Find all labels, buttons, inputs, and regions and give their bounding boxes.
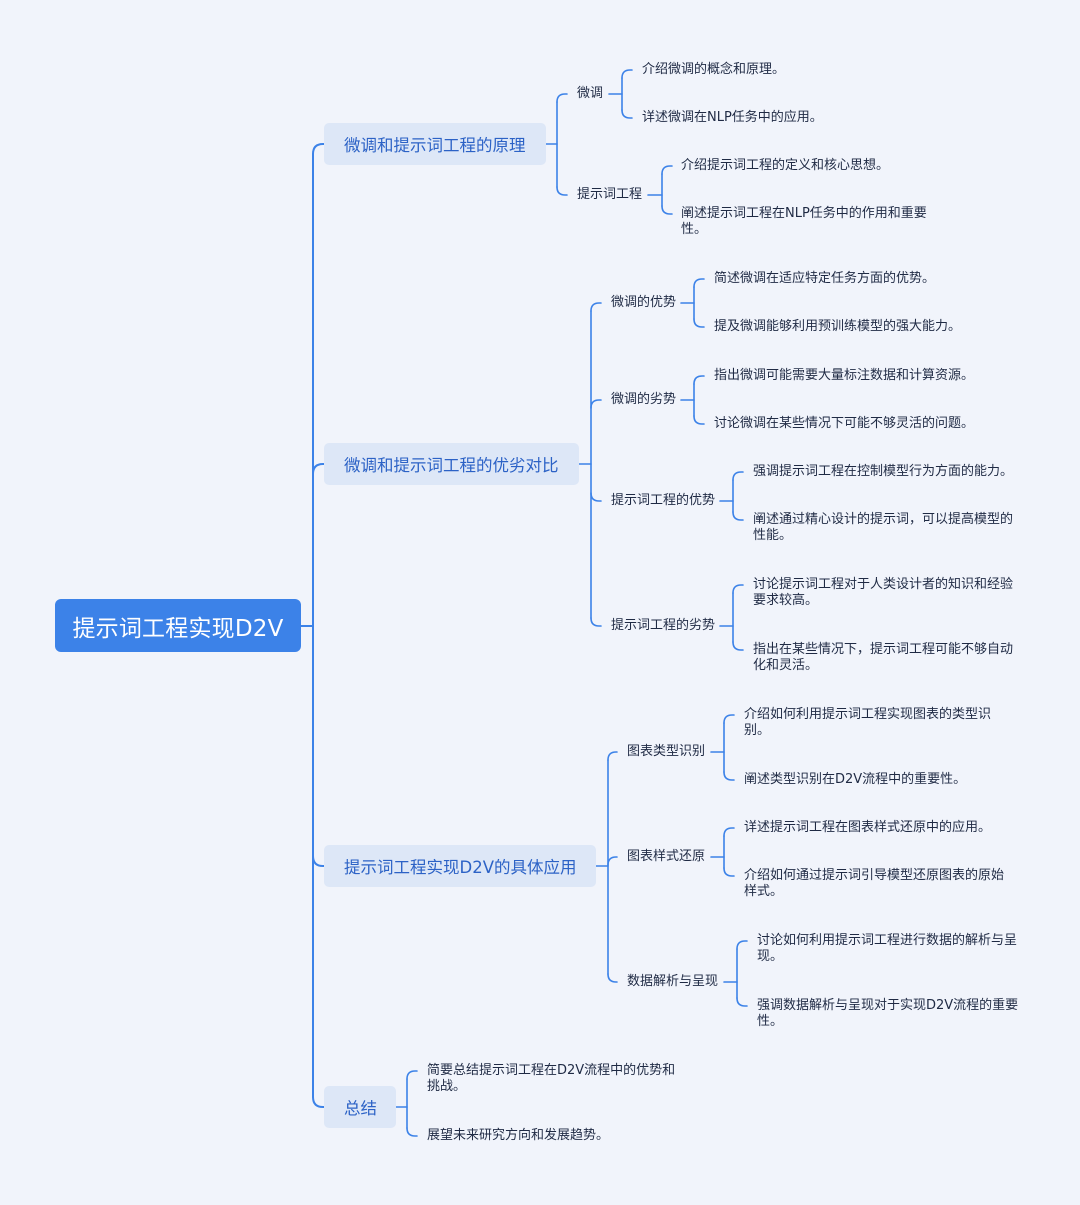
- topic-data-parsing[interactable]: 数据解析与呈现: [627, 974, 719, 989]
- leaf-item[interactable]: 阐述类型识别在D2V流程中的重要性。: [744, 772, 967, 787]
- topic-pe-disadvantages[interactable]: 提示词工程的劣势: [611, 618, 716, 633]
- leaf-item[interactable]: 阐述通过精心设计的提示词，可以提高模型的性能。: [753, 512, 1014, 543]
- topic-fine-tuning[interactable]: 微调: [577, 86, 604, 101]
- leaf-item[interactable]: 介绍如何利用提示词工程实现图表的类型识别。: [744, 707, 992, 738]
- topic-prompt-engineering[interactable]: 提示词工程: [577, 187, 643, 202]
- leaf-item[interactable]: 简述微调在适应特定任务方面的优势。: [714, 271, 936, 286]
- leaf-item[interactable]: 介绍提示词工程的定义和核心思想。: [681, 158, 890, 173]
- leaf-item[interactable]: 介绍微调的概念和原理。: [642, 62, 786, 77]
- leaf-item[interactable]: 讨论提示词工程对于人类设计者的知识和经验要求较高。: [753, 577, 1014, 608]
- topic-pe-advantages[interactable]: 提示词工程的优势: [611, 493, 716, 508]
- branch-applications[interactable]: 提示词工程实现D2V的具体应用: [324, 845, 596, 887]
- root-node[interactable]: 提示词工程实现D2V: [55, 599, 301, 652]
- branch-comparison[interactable]: 微调和提示词工程的优劣对比: [324, 443, 579, 485]
- leaf-item[interactable]: 介绍如何通过提示词引导模型还原图表的原始样式。: [744, 868, 1005, 899]
- branch-summary[interactable]: 总结: [324, 1086, 396, 1128]
- leaf-item[interactable]: 讨论微调在某些情况下可能不够灵活的问题。: [714, 416, 975, 431]
- leaf-item[interactable]: 指出微调可能需要大量标注数据和计算资源。: [714, 368, 975, 383]
- topic-ft-advantages[interactable]: 微调的优势: [611, 295, 677, 310]
- leaf-item[interactable]: 强调提示词工程在控制模型行为方面的能力。: [753, 464, 1014, 479]
- branch-principles[interactable]: 微调和提示词工程的原理: [324, 123, 546, 165]
- topic-chart-style[interactable]: 图表样式还原: [627, 849, 706, 864]
- topic-ft-disadvantages[interactable]: 微调的劣势: [611, 392, 677, 407]
- leaf-item[interactable]: 强调数据解析与呈现对于实现D2V流程的重要性。: [757, 998, 1019, 1029]
- leaf-item[interactable]: 简要总结提示词工程在D2V流程中的优势和挑战。: [427, 1063, 676, 1094]
- leaf-item[interactable]: 指出在某些情况下，提示词工程可能不够自动化和灵活。: [753, 642, 1014, 673]
- leaf-item[interactable]: 详述提示词工程在图表样式还原中的应用。: [744, 820, 992, 835]
- leaf-item[interactable]: 详述微调在NLP任务中的应用。: [642, 110, 823, 125]
- leaf-item[interactable]: 讨论如何利用提示词工程进行数据的解析与呈现。: [757, 933, 1018, 964]
- topic-chart-type[interactable]: 图表类型识别: [627, 744, 706, 759]
- leaf-item[interactable]: 阐述提示词工程在NLP任务中的作用和重要性。: [681, 206, 927, 237]
- leaf-item[interactable]: 提及微调能够利用预训练模型的强大能力。: [714, 319, 962, 334]
- leaf-item[interactable]: 展望未来研究方向和发展趋势。: [427, 1128, 610, 1143]
